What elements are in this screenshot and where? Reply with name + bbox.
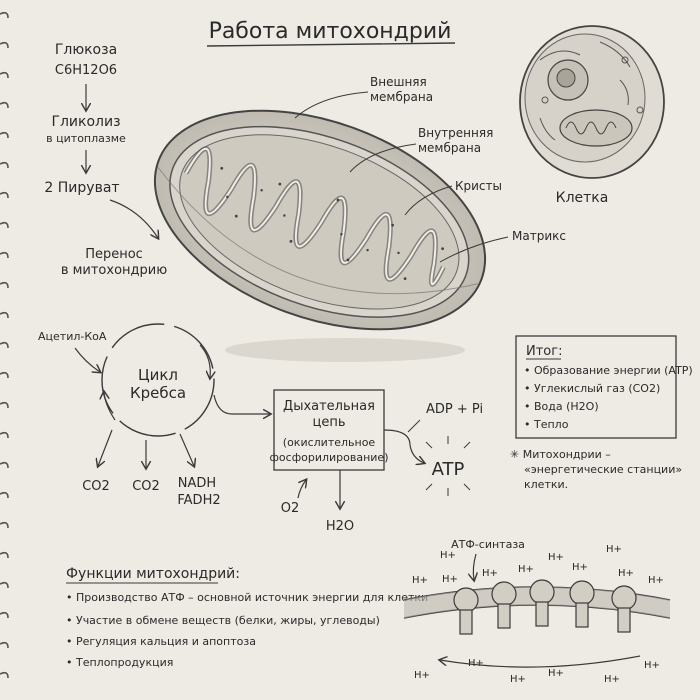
- proton-1: H+: [440, 550, 456, 561]
- o2-label: O2: [281, 501, 300, 516]
- proton-6: H+: [548, 552, 564, 563]
- atp-burst: [425, 436, 471, 496]
- cristae-label: Кристы: [455, 179, 502, 193]
- spiral-binding: [0, 11, 9, 679]
- proton-labels: H+ H+ H+ H+ H+ H+ H+ H+ H+ H+ H+ H+ H+ H…: [412, 544, 664, 685]
- proton-10: H+: [648, 575, 664, 586]
- summary-box: Итог: • Образование энергии (ATP) • Угле…: [510, 335, 693, 491]
- glucose-label: Глюкоза: [55, 42, 117, 58]
- proton-5: H+: [518, 564, 534, 575]
- functions-list: Функции митохондрий: • Производство АТФ …: [66, 566, 428, 669]
- proton-14: H+: [548, 668, 564, 679]
- krebs-title-1: Цикл: [138, 366, 178, 384]
- cell-illustration: Клетка: [519, 25, 665, 206]
- atp-synthase-label: АТФ-синтаза: [451, 538, 525, 551]
- page-title: Работа митохондрий: [209, 19, 452, 44]
- function-item-2: • Участие в обмене веществ (белки, жиры,…: [66, 614, 380, 627]
- krebs-nadh: NADH: [178, 476, 216, 491]
- transfer-label-1: Перенос: [85, 247, 143, 262]
- summary-item-2: • Углекислый газ (CO2): [524, 382, 660, 395]
- respiratory-chain: Дыхательная цепь (окислительное фосфорил…: [270, 389, 483, 534]
- proton-7: H+: [572, 562, 588, 573]
- proton-13: H+: [510, 674, 526, 685]
- note-line-3: клетки.: [524, 478, 568, 491]
- glycolysis-flow: Глюкоза C6H12O6 Гликолиз в цитоплазме 2 …: [44, 42, 167, 278]
- acetyl-coa-label: Ацетил-КоА: [38, 330, 107, 343]
- transfer-label-2: в митохондрию: [61, 263, 167, 278]
- krebs-co2-a: CO2: [82, 479, 110, 494]
- note-line-2: «энергетические станции»: [524, 463, 682, 476]
- note-line-1: ✳ Митохондрии –: [510, 448, 611, 461]
- glucose-formula: C6H12O6: [55, 63, 117, 78]
- resp-line-3: (окислительное: [283, 436, 376, 449]
- krebs-cycle: Ацетил-КоА Цикл Кребса CO2 CO2 NADH FADH…: [38, 323, 270, 508]
- matrix-label: Матрикс: [512, 229, 566, 243]
- title-underline: [206, 42, 456, 47]
- summary-item-4: • Тепло: [524, 418, 569, 431]
- function-item-4: • Теплопродукция: [66, 656, 173, 669]
- proton-11: H+: [414, 670, 430, 681]
- atp-label: ATP: [432, 459, 465, 480]
- proton-12: H+: [468, 658, 484, 669]
- krebs-co2-b: CO2: [132, 479, 160, 494]
- krebs-title-2: Кребса: [130, 384, 186, 402]
- resp-line-1: Дыхательная: [283, 399, 375, 414]
- summary-item-3: • Вода (H2O): [524, 400, 599, 413]
- resp-line-4: фосфорилирование): [270, 451, 389, 464]
- proton-9: H+: [618, 568, 634, 579]
- inner-membrane-label-2: мембрана: [418, 141, 481, 155]
- glycolysis-where: в цитоплазме: [46, 132, 126, 145]
- transfer-arrow: [109, 199, 158, 238]
- proton-16: H+: [644, 660, 660, 671]
- atp-synthase-illustration: АТФ-синтаза H+ H+ H+ H+ H+ H+ H+ H+ H+ H…: [403, 538, 671, 685]
- summary-title: Итог:: [526, 344, 562, 359]
- inner-membrane-label-1: Внутренняя: [418, 126, 493, 140]
- proton-15: H+: [604, 674, 620, 685]
- glycolysis-label: Гликолиз: [51, 114, 120, 130]
- proton-8: H+: [606, 544, 622, 555]
- resp-line-2: цепь: [312, 415, 345, 430]
- outer-membrane-label-1: Внешняя: [370, 75, 427, 89]
- function-item-1: • Производство АТФ – основной источник э…: [66, 591, 428, 604]
- functions-title: Функции митохондрий:: [66, 566, 240, 582]
- mitochondrion-illustration: [153, 109, 487, 362]
- proton-2: H+: [412, 575, 428, 586]
- proton-3: H+: [442, 574, 458, 585]
- cell-label: Клетка: [556, 190, 609, 206]
- krebs-fadh2: FADH2: [177, 493, 220, 508]
- h2o-label: H2O: [326, 519, 354, 534]
- summary-item-1: • Образование энергии (ATP): [524, 364, 693, 377]
- proton-4: H+: [482, 568, 498, 579]
- adp-label: ADP + Pi: [426, 402, 483, 417]
- mitochondrion-labels: Внешняя мембрана Внутренняя мембрана Кри…: [294, 75, 566, 263]
- function-item-3: • Регуляция кальция и апоптоза: [66, 635, 256, 648]
- outer-membrane-label-2: мембрана: [370, 90, 433, 104]
- pyruvate-label: 2 Пируват: [44, 180, 119, 196]
